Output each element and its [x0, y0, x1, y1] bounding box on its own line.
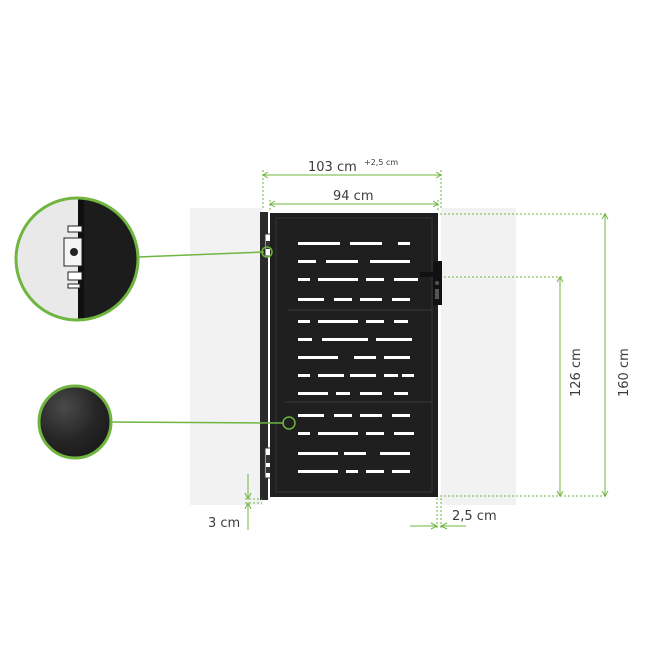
gate-slot [366, 320, 384, 323]
gate-slot [298, 414, 324, 417]
gate-slot-pattern [298, 242, 418, 473]
anthracite-finish-icon [37, 384, 113, 460]
handle-height-label: 126 cm [569, 348, 584, 397]
gate-slot [394, 432, 414, 435]
gate-slot [336, 392, 350, 395]
gate-inner-frame [275, 217, 433, 493]
gate-handle [420, 261, 442, 305]
gate-slot [298, 298, 324, 301]
gate-slot [318, 432, 358, 435]
gate-slot [360, 392, 382, 395]
gate-slot [350, 242, 382, 245]
gate-slot [318, 374, 344, 377]
gate-slot [384, 356, 410, 359]
gate-slot [392, 470, 410, 473]
total-height-label: 160 cm [617, 348, 632, 397]
gate-slot [370, 260, 410, 263]
gate-slot [298, 260, 316, 263]
gate-slot [318, 278, 358, 281]
gate-slot [394, 320, 408, 323]
gate-post [260, 212, 268, 500]
ground-gap-label: 3 cm [208, 516, 240, 531]
gate-slot [298, 392, 328, 395]
gate-slot [334, 414, 352, 417]
hinge-gap-dimension [410, 498, 466, 530]
gate-slot [360, 414, 382, 417]
inner-width-dimension [269, 200, 439, 212]
outer-width-tolerance-label: +2,5 cm [364, 158, 398, 167]
gate-slot [326, 260, 358, 263]
gate-slot [322, 338, 368, 341]
gate-slot [366, 432, 384, 435]
inner-width-label: 94 cm [333, 189, 374, 204]
gate-slot [346, 470, 358, 473]
gate-slot [298, 242, 340, 245]
gate-slot [334, 298, 352, 301]
gate-slot [298, 320, 310, 323]
gate-slot [354, 356, 376, 359]
gate-slot [298, 432, 310, 435]
hinge-gap-label: 2,5 cm [452, 509, 497, 524]
gate-slot [366, 470, 384, 473]
gate-slot [394, 278, 418, 281]
gate-slot [298, 338, 312, 341]
gate-slot [392, 298, 410, 301]
gate-slot [298, 356, 338, 359]
gate-slot [384, 374, 398, 377]
color-swatch-callout [37, 384, 296, 460]
gate-slot [360, 298, 382, 301]
outer-width-dimension [262, 170, 442, 210]
gate-slot [318, 320, 358, 323]
left-wall [190, 208, 263, 505]
gate-slot [298, 470, 338, 473]
gate-slot [298, 452, 338, 455]
gate-slot [366, 278, 384, 281]
gate-slot [376, 338, 412, 341]
gate-slot [380, 452, 410, 455]
gate-slot [392, 414, 410, 417]
right-wall [441, 208, 516, 505]
gate-slot [298, 278, 310, 281]
outer-width-label: 103 cm [308, 160, 357, 175]
gate-slot [350, 374, 376, 377]
gate-slot [398, 242, 410, 245]
total-height-dimension [440, 213, 609, 497]
gate-slot [298, 374, 310, 377]
gate-slot [394, 392, 408, 395]
handle-height-dimension [444, 276, 564, 497]
ground-gap-dimension [244, 474, 262, 530]
gate-slot [402, 374, 414, 377]
gate-slot [344, 452, 366, 455]
